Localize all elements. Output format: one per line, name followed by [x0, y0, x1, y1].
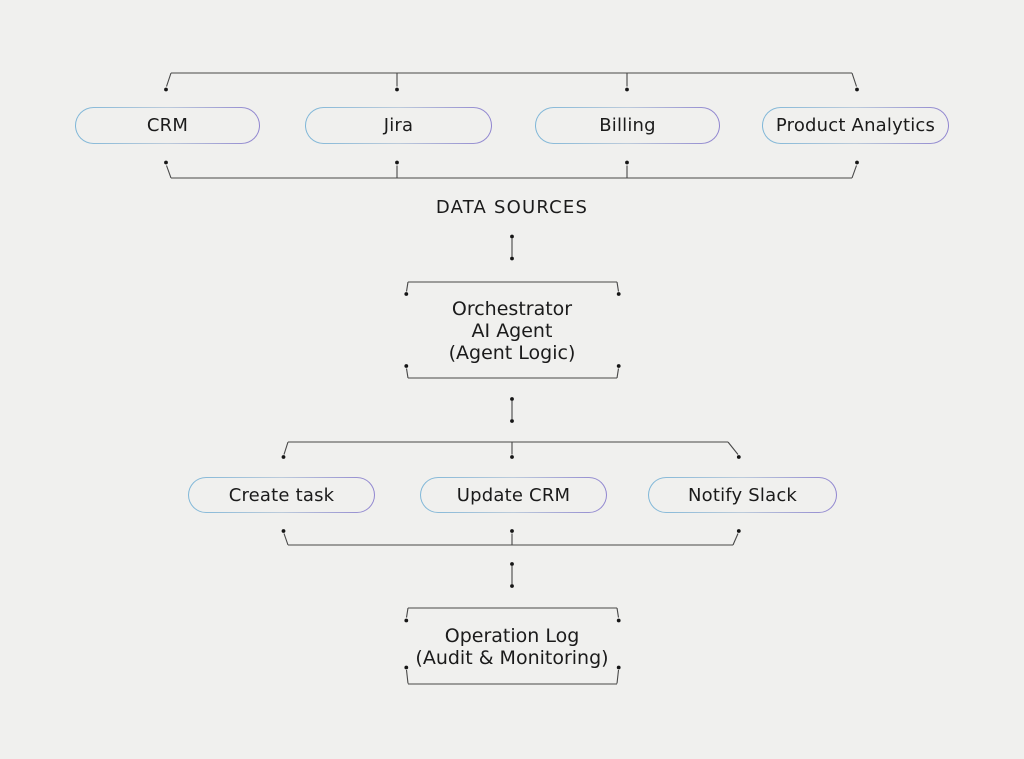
- connector-orchestrator-actions: [510, 397, 514, 423]
- connector-actions-log: [510, 562, 514, 588]
- fanin-actions-bracket: [281, 529, 741, 546]
- node-crm: CRM: [75, 107, 260, 144]
- data-sources-label: DATA SOURCES: [435, 197, 589, 218]
- orchestrator-node: Orchestrator AI Agent (Agent Logic): [362, 298, 662, 364]
- node-jira: Jira: [305, 107, 492, 144]
- fanout-top-bracket: [164, 72, 859, 92]
- operation-log-top-bracket: [404, 607, 621, 623]
- orchestrator-line-3: (Agent Logic): [448, 342, 576, 364]
- node-notify-slack: Notify Slack: [648, 477, 837, 513]
- node-create-task-label: Create task: [189, 478, 374, 512]
- node-update-crm: Update CRM: [420, 477, 607, 513]
- orchestrator-line-2: AI Agent: [471, 320, 553, 342]
- node-notify-slack-label: Notify Slack: [649, 478, 836, 512]
- operation-log-node: Operation Log (Audit & Monitoring): [362, 625, 662, 669]
- operation-log-bottom-bracket: [404, 665, 621, 685]
- operation-log-line-2: (Audit & Monitoring): [415, 647, 609, 669]
- fanin-sources-bracket: [164, 160, 859, 179]
- orchestrator-top-bracket: [404, 281, 621, 296]
- node-billing: Billing: [535, 107, 720, 144]
- node-crm-label: CRM: [76, 108, 259, 143]
- node-create-task: Create task: [188, 477, 375, 513]
- operation-log-line-1: Operation Log: [444, 625, 580, 647]
- node-jira-label: Jira: [306, 108, 491, 143]
- orchestrator-line-1: Orchestrator: [451, 298, 573, 320]
- node-billing-label: Billing: [536, 108, 719, 143]
- connector-sources-orchestrator: [510, 234, 514, 261]
- orchestrator-bottom-bracket: [404, 364, 621, 379]
- node-update-crm-label: Update CRM: [421, 478, 606, 512]
- fanout-actions-bracket: [281, 441, 741, 459]
- node-product-analytics-label: Product Analytics: [763, 108, 948, 143]
- node-product-analytics: Product Analytics: [762, 107, 949, 144]
